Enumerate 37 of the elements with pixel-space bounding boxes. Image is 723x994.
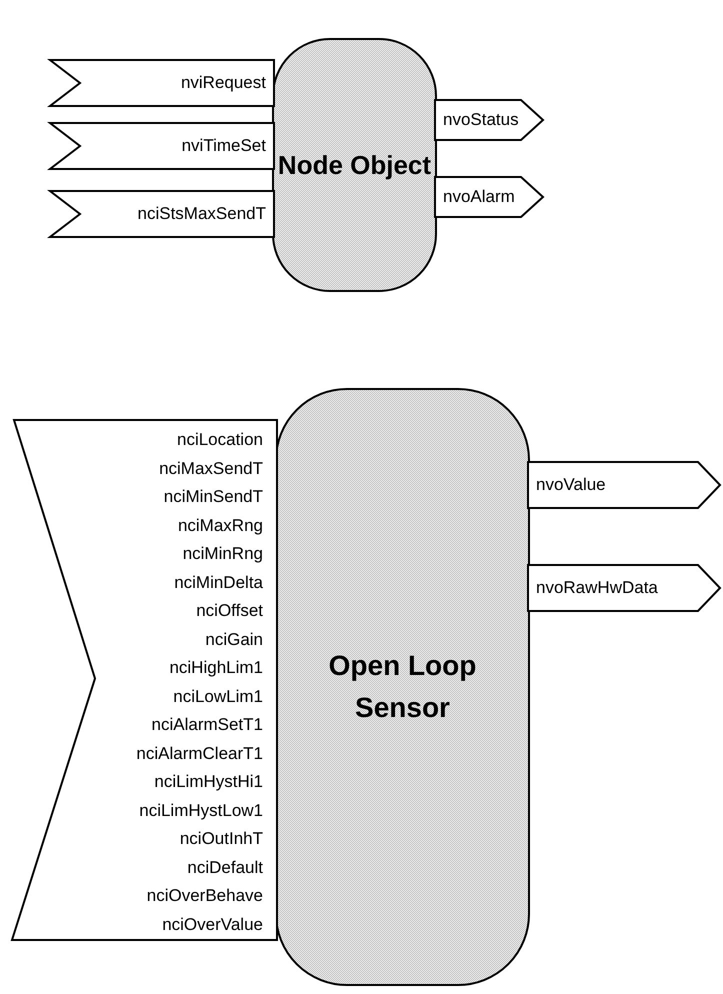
signal-name: nciMinDelta [174, 572, 263, 592]
signal-name: nciLowLim1 [173, 686, 263, 706]
object-block [275, 388, 530, 986]
signal-name: nciMinSendT [164, 487, 263, 507]
signal-name: nciAlarmSetT1 [152, 715, 263, 735]
input-tab [50, 123, 274, 169]
signal-name: nvoValue [536, 475, 606, 495]
signal-name: nciOverValue [162, 914, 263, 934]
signal-name: nciMaxRng [178, 516, 263, 536]
signal-name: nciHighLim1 [169, 658, 263, 678]
signal-name: nvoRawHwData [536, 578, 658, 598]
output-tab [528, 565, 720, 611]
signal-name: nciMinRng [182, 544, 263, 564]
signal-name: nciLimHystHi1 [154, 772, 263, 792]
signal-name: nciAlarmClearT1 [136, 744, 263, 764]
object-title: Node Object [276, 148, 432, 182]
signal-name: nviTimeSet [182, 136, 266, 156]
signal-name: nciMaxSendT [159, 458, 263, 478]
output-tab [435, 177, 543, 217]
signal-name: nciOutInhT [180, 829, 263, 849]
signal-name: nviRequest [180, 73, 266, 93]
signal-name: nciLimHystLow1 [139, 800, 263, 820]
signal-name: nciGain [205, 630, 263, 650]
output-tab [528, 462, 720, 508]
config-input-block [12, 420, 277, 940]
signal-name: nciLocation [176, 430, 263, 450]
signal-name: nvoAlarm [443, 187, 515, 207]
signal-name: nciDefault [187, 858, 263, 878]
signal-name: nciOffset [196, 601, 263, 621]
signal-name: nciOverBehave [146, 886, 263, 906]
object-title: Open Loop Sensor [328, 649, 478, 725]
object-block [272, 38, 437, 292]
input-tab [50, 191, 274, 237]
signal-name: nvoStatus [443, 110, 519, 130]
input-tab [50, 60, 274, 106]
signal-name: nciStsMaxSendT [138, 204, 266, 224]
output-tab [435, 100, 543, 140]
